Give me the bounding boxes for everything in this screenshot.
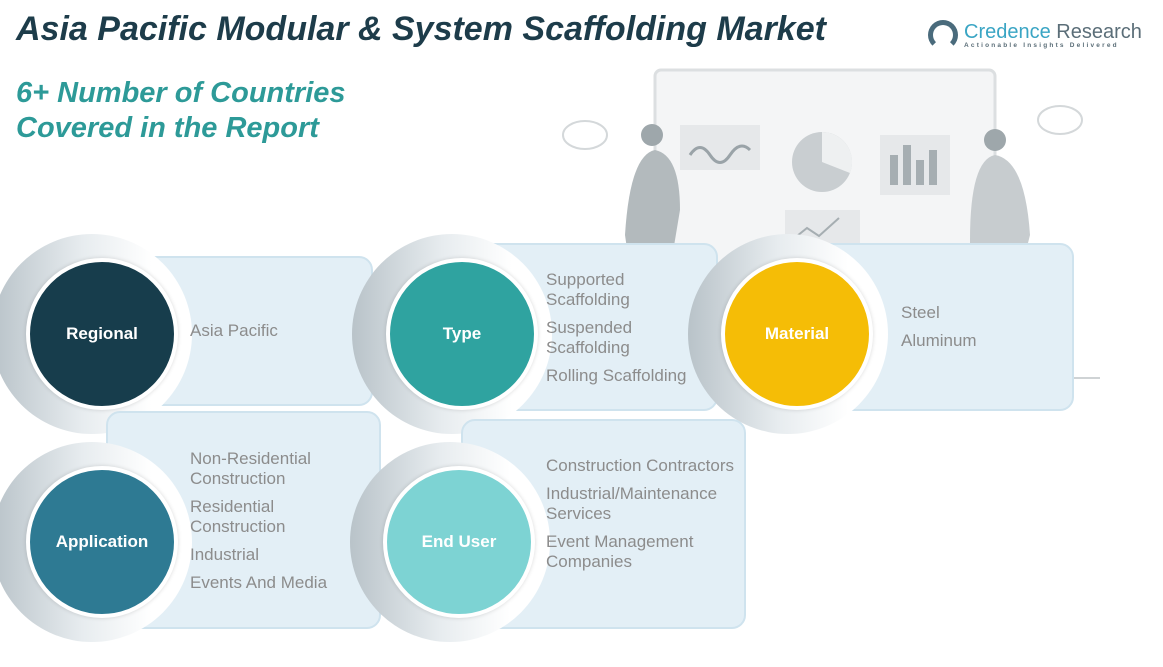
regional-items: Asia Pacific [190,321,360,349]
end-user-circle: End User [383,466,535,618]
material-items: Steel Aluminum [901,303,1061,359]
list-item: Aluminum [901,331,977,350]
list-item: Event Management Companies [546,532,694,571]
list-item: Suspended Scaffolding [546,318,633,357]
list-item: Industrial [190,545,259,564]
list-item: Residential Construction [190,497,286,536]
type-circle: Type [386,258,538,410]
regional-circle: Regional [26,258,178,410]
subtitle-line-1: 6+ Number of Countries [16,77,346,109]
list-item: Construction Contractors [546,456,735,475]
list-item: Non-Residential Construction [190,449,311,488]
list-item: Industrial/Maintenance Services [546,484,718,523]
countries-subtitle: 6+ Number of Countries Covered in the Re… [16,76,346,146]
logo-brand-1: Credence [964,20,1051,43]
list-item: Asia Pacific [190,321,278,340]
logo-chart-icon [928,20,958,50]
list-item: Events And Media [190,573,328,592]
end-user-items: Construction Contractors Industrial/Main… [546,456,744,580]
logo-brand-2: Research [1056,20,1142,43]
subtitle-line-2: Covered in the Report [16,112,319,144]
application-items: Non-Residential Construction Residential… [190,449,370,601]
type-items: Supported Scaffolding Suspended Scaffold… [546,270,706,394]
list-item: Rolling Scaffolding [546,366,687,385]
page-title: Asia Pacific Modular & System Scaffoldin… [16,10,826,48]
list-item: Steel [901,303,940,322]
application-circle: Application [26,466,178,618]
list-item: Supported Scaffolding [546,270,630,309]
material-circle: Material [721,258,873,410]
logo-tagline: Actionable Insights Delivered [964,41,1119,49]
credence-research-logo: Credence Research Actionable Insights De… [928,20,1142,50]
